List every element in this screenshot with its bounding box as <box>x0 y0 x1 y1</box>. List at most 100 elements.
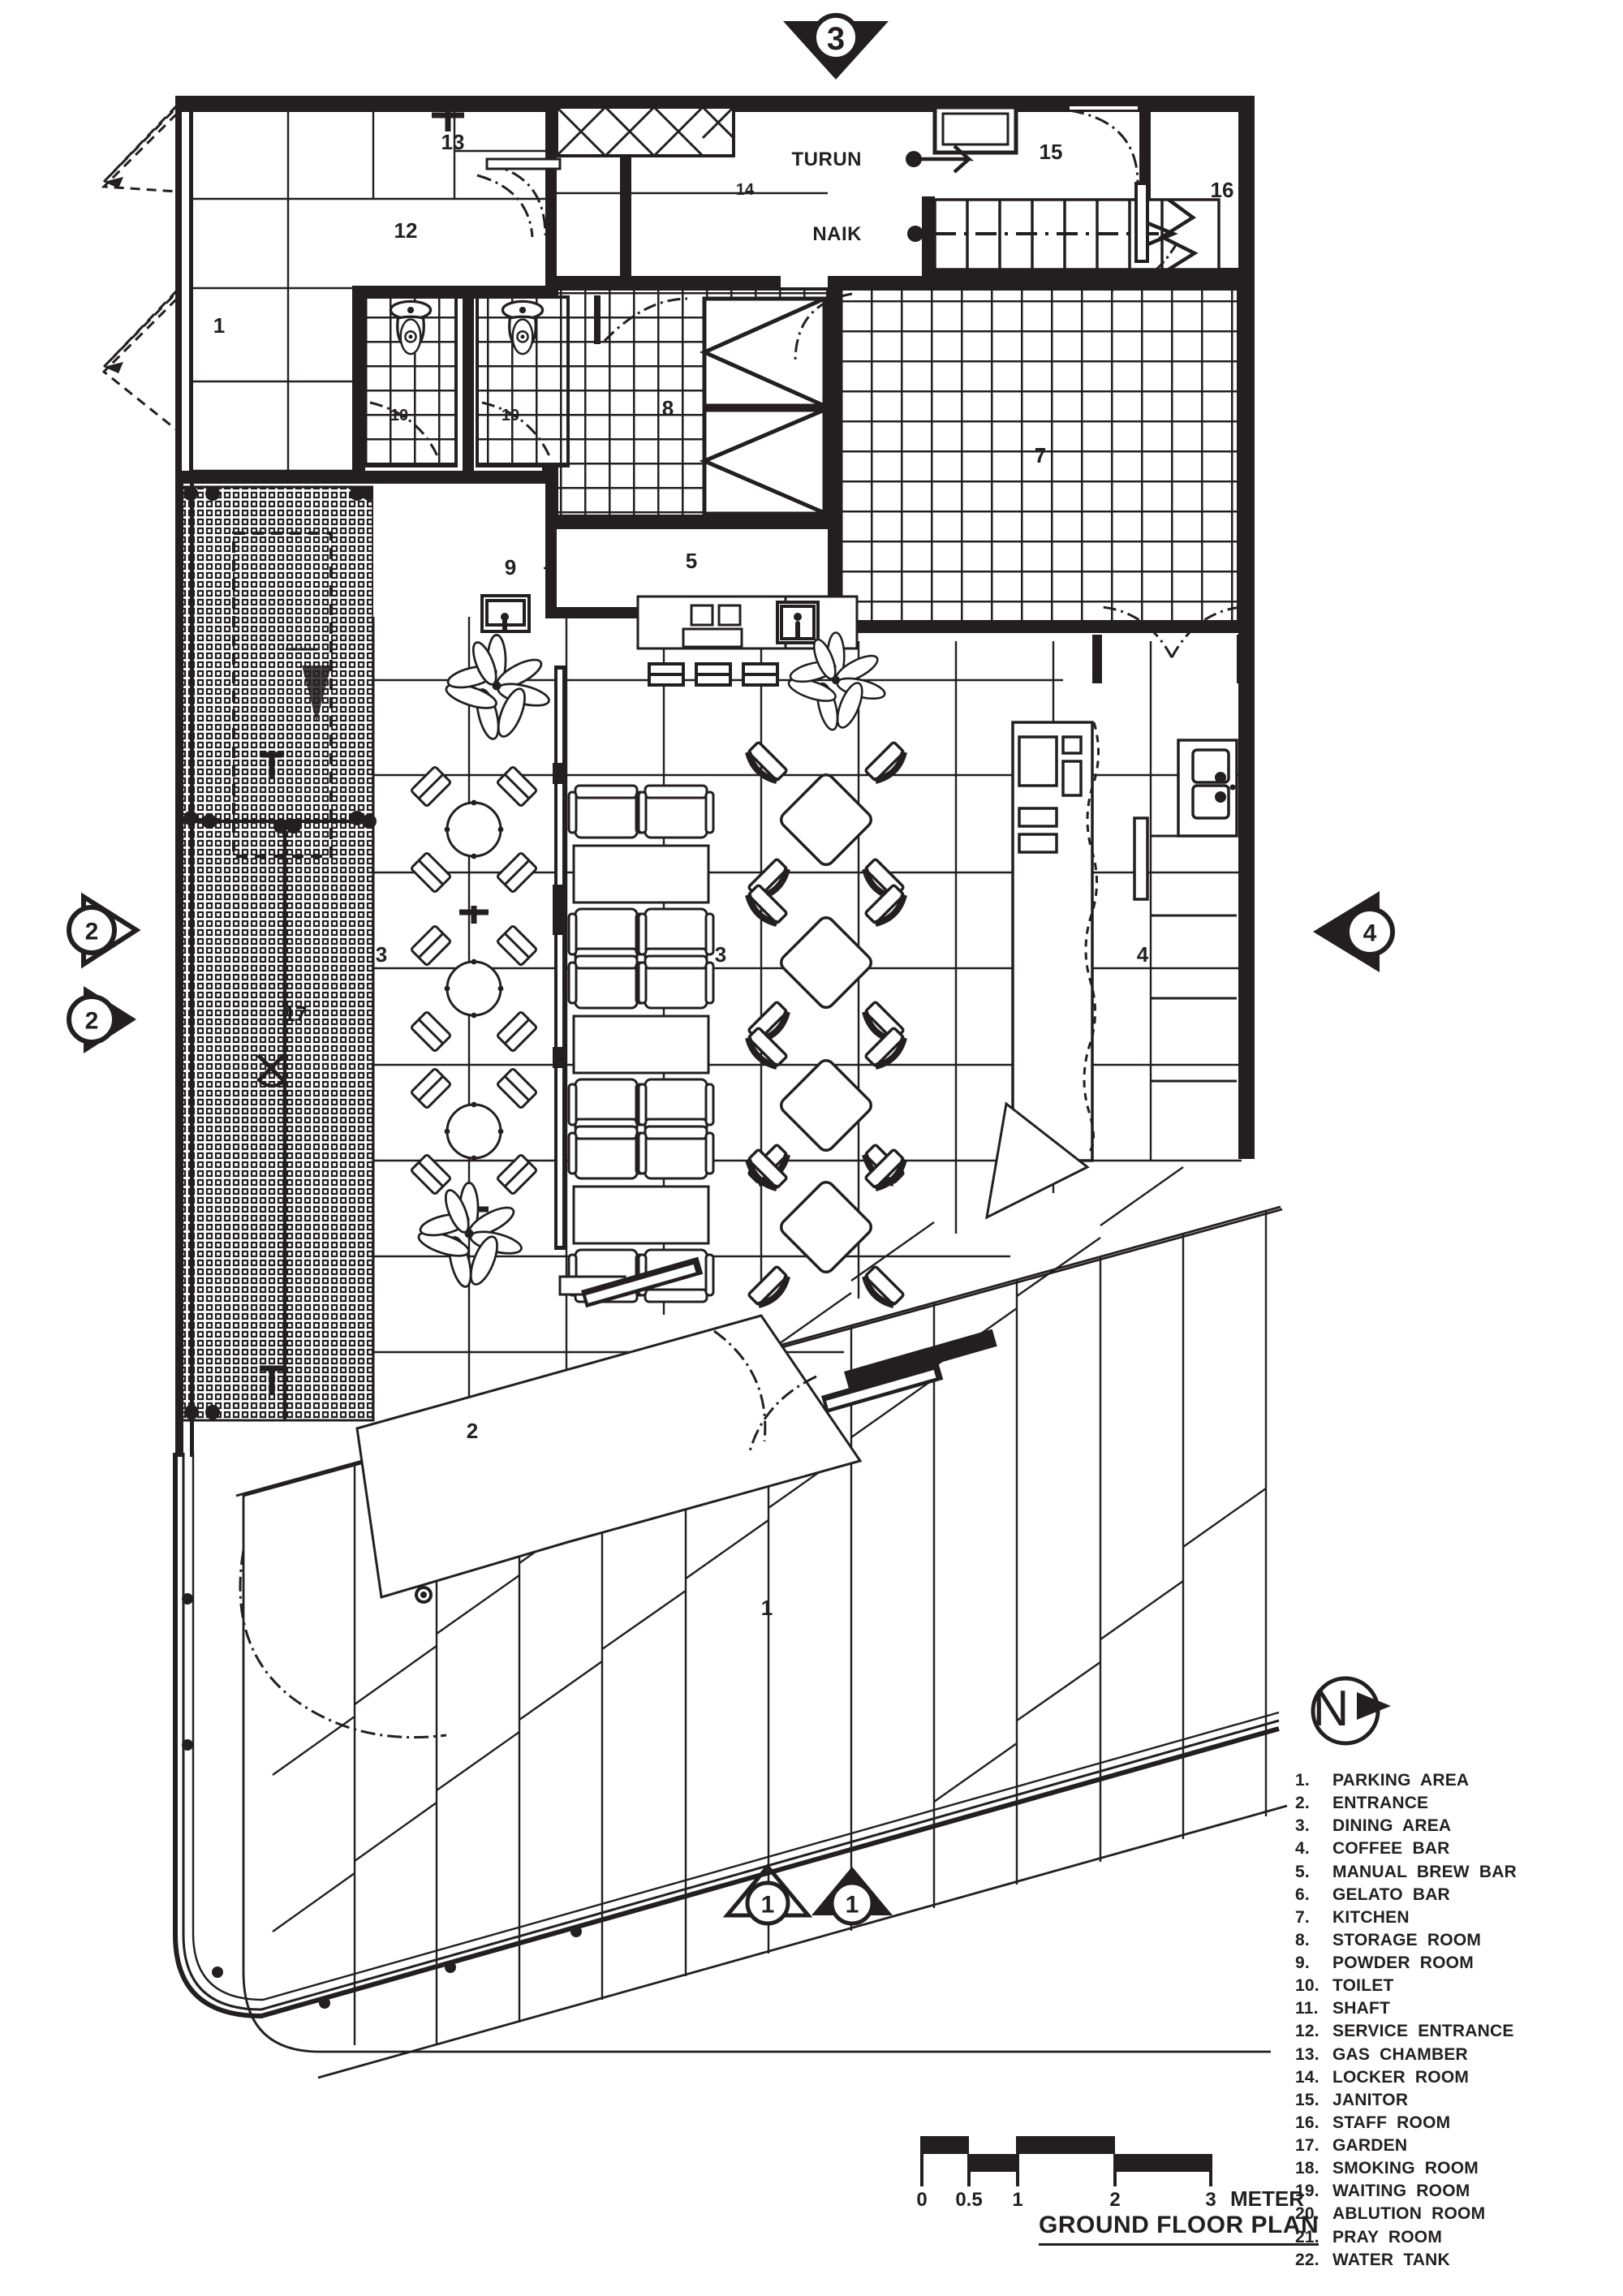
room-tag-12: 12 <box>394 218 418 243</box>
legend-item: 9. POWDER ROOM <box>1295 1952 1620 1975</box>
legend-number: 21. <box>1295 2227 1319 2246</box>
room-number-tags: 1 1 2 3 3 4 5 7 8 9 10 10 12 13 14 15 16… <box>213 130 1234 1620</box>
locker-room-zone <box>555 106 828 195</box>
room-tag-4: 4 <box>1137 942 1149 967</box>
room-tag-5: 5 <box>686 549 697 573</box>
room-tag-1b: 1 <box>761 1596 773 1620</box>
legend-item: 18. SMOKING ROOM <box>1295 2157 1620 2180</box>
kitchen-zone <box>839 287 1240 623</box>
scale-tick-1: 1 <box>1012 2189 1022 2211</box>
legend-label: WAITING ROOM <box>1332 2182 1470 2201</box>
room-legend: 1.PARKING AREA 2.ENTRANCE 3.DINING AREA … <box>1295 1769 1620 2272</box>
legend-label: POWDER ROOM <box>1332 1954 1474 1972</box>
section-marker-2-filled-label: 2 <box>85 1008 99 1035</box>
legend-item: 20.ABLUTION ROOM <box>1295 2203 1620 2225</box>
room-tag-16: 16 <box>1211 178 1234 202</box>
legend-item: 13. GAS CHAMBER <box>1295 2044 1620 2066</box>
legend-number: 5. <box>1295 1862 1310 1881</box>
legend-number: 3. <box>1295 1816 1310 1836</box>
legend-label: ENTRANCE <box>1332 1794 1429 1813</box>
legend-label: COFFEE BAR <box>1332 1839 1450 1859</box>
legend-number: 18. <box>1295 2159 1319 2178</box>
page-title: GROUND FLOOR PLAN <box>1039 2212 1319 2246</box>
legend-label: GARDEN <box>1332 2136 1408 2155</box>
room-tag-13: 13 <box>441 130 465 154</box>
entrance-zone <box>239 1256 997 1739</box>
coffee-bar-zone <box>985 721 1238 1220</box>
legend-label: ABLUTION ROOM <box>1332 2204 1486 2224</box>
room-tag-3b: 3 <box>715 942 726 967</box>
legend-label: SHAFT <box>1332 1999 1390 2018</box>
room-tag-10a: 10 <box>390 407 408 424</box>
legend-label: DINING AREA <box>1332 1816 1452 1836</box>
section-marker-3[interactable]: 3 <box>783 13 889 80</box>
section-marker-1-filled-label: 1 <box>846 1892 859 1919</box>
toilet-cubicles <box>364 295 570 467</box>
room-tag-10b: 10 <box>502 407 519 424</box>
legend-number: 13. <box>1295 2044 1319 2064</box>
stairs-and-staff-zone <box>906 104 1220 292</box>
stair-up-label: NAIK <box>812 223 862 245</box>
legend-label: PRAY ROOM <box>1332 2227 1443 2246</box>
legend-item: 15. JANITOR <box>1295 2089 1620 2112</box>
legend-label: WATER TANK <box>1332 2250 1450 2269</box>
legend-label: JANITOR <box>1332 2090 1409 2109</box>
legend-label: SERVICE ENTRANCE <box>1332 2022 1514 2041</box>
legend-number: 4. <box>1295 1839 1310 1859</box>
legend-item: 1.PARKING AREA <box>1295 1769 1620 1792</box>
legend-item: 3. DINING AREA <box>1295 1815 1620 1837</box>
legend-label: PARKING AREA <box>1332 1771 1470 1790</box>
stair-down-label: TURUN <box>792 149 863 170</box>
room-tag-8: 8 <box>662 396 674 420</box>
manual-brew-bar-zone <box>636 595 859 687</box>
room-tag-15: 15 <box>1040 140 1063 164</box>
legend-number: 15. <box>1295 2090 1319 2109</box>
room-tag-2: 2 <box>467 1419 478 1443</box>
legend-label: STORAGE ROOM <box>1332 1930 1482 1949</box>
legend-item: 6.GELATO BAR <box>1295 1884 1620 1906</box>
legend-item: 21. PRAY ROOM <box>1295 2226 1620 2249</box>
legend-item: 8. STORAGE ROOM <box>1295 1929 1620 1952</box>
room-tag-9: 9 <box>505 555 516 579</box>
service-entrance-zone <box>101 104 562 432</box>
curved-boundary-wall <box>173 1453 1280 2019</box>
room-tag-7: 7 <box>1035 443 1046 467</box>
scale-tick-3: 3 <box>1205 2189 1216 2211</box>
room-tag-17: 17 <box>284 1002 308 1026</box>
legend-item: 22. WATER TANK <box>1295 2249 1620 2272</box>
legend-item: 4. COFFEE BAR <box>1295 1837 1620 1860</box>
powder-room-zone <box>373 484 544 633</box>
section-marker-1-outline-label: 1 <box>761 1892 775 1919</box>
legend-number: 22. <box>1295 2250 1319 2269</box>
kitchen-door-swing <box>794 292 1246 683</box>
scale-tick-05: 0.5 <box>955 2189 982 2211</box>
legend-label: SMOKING ROOM <box>1332 2159 1479 2178</box>
section-marker-4[interactable]: 4 <box>1313 891 1395 972</box>
scale-tick-0: 0 <box>916 2189 927 2211</box>
legend-label: KITCHEN <box>1332 1907 1410 1927</box>
legend-item: 7. KITCHEN <box>1295 1906 1620 1929</box>
section-marker-2-outline[interactable]: 2 <box>67 892 141 969</box>
legend-item: 14.LOCKER ROOM <box>1295 2066 1620 2089</box>
section-marker-4-label: 4 <box>1363 920 1377 947</box>
legend-number: 8. <box>1295 1930 1310 1949</box>
section-marker-1-outline[interactable]: 1 <box>722 1863 813 1926</box>
legend-number: 19. <box>1295 2182 1319 2201</box>
legend-label: GAS CHAMBER <box>1332 2044 1468 2064</box>
legend-number: 7. <box>1295 1907 1310 1927</box>
legend-label: TOILET <box>1332 1976 1394 1996</box>
north-arrow: N <box>1311 1676 1391 1746</box>
section-marker-2-filled[interactable]: 2 <box>67 986 136 1053</box>
legend-number: 11. <box>1295 1999 1319 2018</box>
legend-label: GELATO BAR <box>1332 1885 1450 1904</box>
legend-number: 9. <box>1295 1954 1310 1972</box>
section-marker-2-outline-label: 2 <box>85 919 99 946</box>
legend-item: 17.GARDEN <box>1295 2134 1620 2157</box>
scale-tick-2: 2 <box>1109 2189 1120 2211</box>
legend-number: 12. <box>1295 2022 1319 2041</box>
legend-number: 14. <box>1295 2067 1319 2087</box>
room-tag-14: 14 <box>736 181 755 199</box>
section-marker-1-filled[interactable]: 1 <box>812 1867 893 1926</box>
